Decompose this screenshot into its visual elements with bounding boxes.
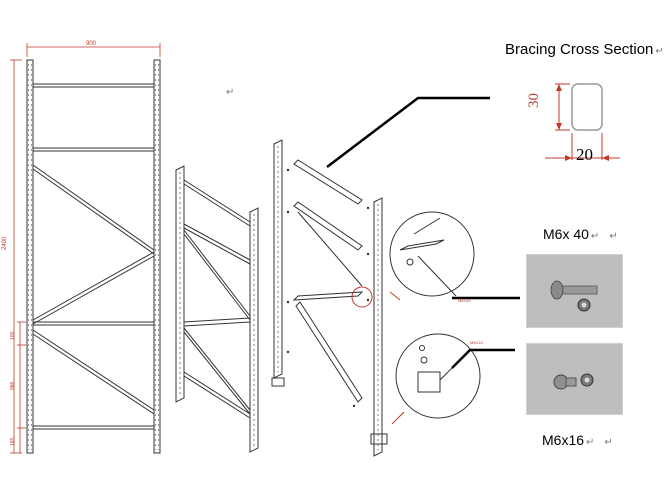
brace-piece [293, 201, 363, 251]
perspective-frame [175, 165, 259, 453]
brace-piece [295, 301, 363, 403]
exploded-left-upright [273, 139, 283, 379]
return-mark: ↵ [609, 231, 618, 242]
bolt-m6x40-label: M6x 40↵↵ [543, 226, 618, 242]
bracing-cross-section-title: Bracing Cross Section↵ [505, 41, 664, 58]
cross-section-diagram [545, 83, 620, 161]
bolt-m6x40-text: M6x 40 [543, 226, 589, 242]
svg-text:M6X40: M6X40 [458, 298, 471, 303]
bolt-m6x16-label: M6x16↵↵ [542, 432, 613, 448]
bracing-title-text: Bracing Cross Section [505, 41, 654, 58]
cross-section-height-label: 30 [526, 93, 542, 108]
return-mark: ↵ [586, 437, 595, 448]
exploded-right-upright [373, 197, 383, 457]
height-dimension-label: 2400 [2, 236, 8, 250]
bolt-m6x16-photo [526, 343, 623, 415]
return-mark: ↵ [655, 46, 664, 57]
base-plate [370, 433, 388, 445]
detail-circle-lower [391, 333, 481, 425]
return-mark: ↵ [604, 437, 613, 448]
bolt-m6x40-photo [526, 254, 623, 328]
brace-piece [293, 159, 363, 205]
return-mark: ↵ [226, 87, 235, 98]
return-mark: ↵ [590, 231, 600, 242]
leader-lines [326, 96, 520, 369]
assembled-frame [26, 59, 161, 454]
svg-text:M6X16: M6X16 [470, 340, 483, 345]
left-upright [26, 59, 34, 454]
width-dimension-label: 900 [86, 41, 97, 47]
detail-callout-circle [351, 286, 373, 308]
segment-b-label: 986 [10, 381, 16, 390]
segment-c-label: 165 [10, 437, 16, 446]
detail-circle-upper [389, 211, 475, 301]
dimension-lines [10, 43, 161, 454]
brace-piece [292, 291, 364, 301]
exploded-view [271, 139, 388, 457]
base-plate [271, 377, 285, 387]
bolt-m6x16-text: M6x16 [542, 432, 585, 448]
segment-a-label: 100 [10, 331, 16, 340]
persp-back-upright [249, 207, 259, 453]
right-upright [153, 59, 161, 454]
cross-section-width-label: 20 [576, 145, 593, 164]
persp-front-upright [175, 165, 185, 403]
